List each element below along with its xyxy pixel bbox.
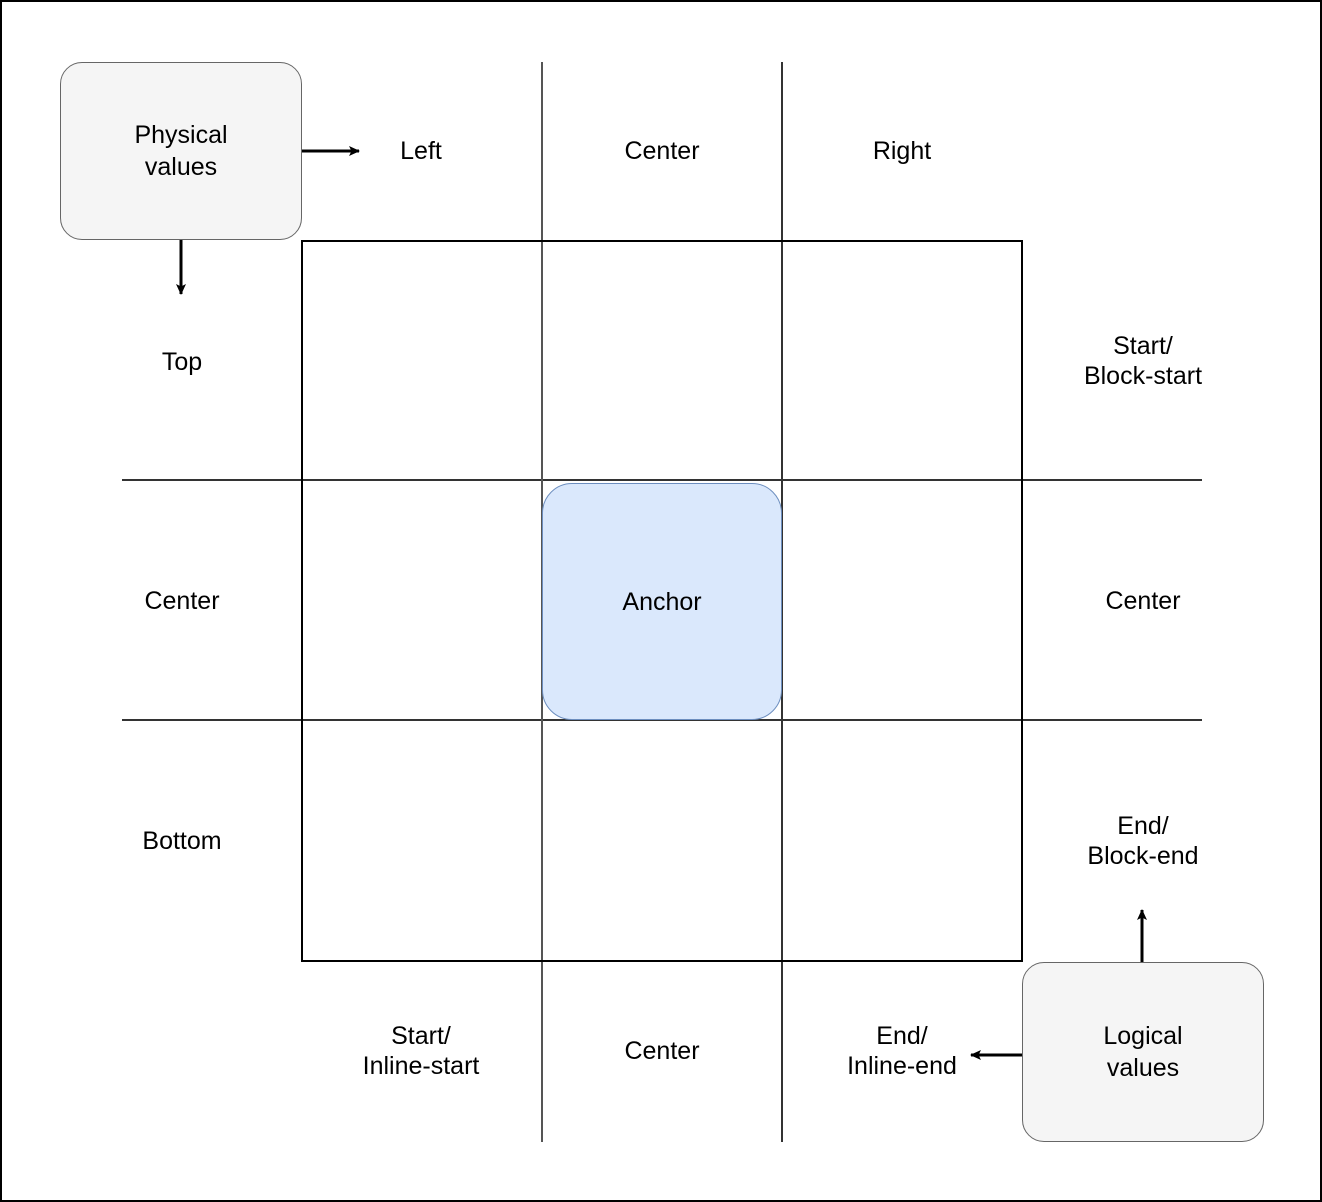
bottom-label-inline-end: End/ Inline-end — [847, 1022, 957, 1080]
left-label-bottom: Bottom — [142, 827, 222, 855]
right-label-block-start: Start/ Block-start — [1083, 332, 1203, 390]
left-label-top: Top — [161, 348, 203, 376]
bottom-label-center: Center — [624, 1037, 700, 1065]
anchor-box[interactable]: Anchor — [542, 483, 782, 720]
right-label-center: Center — [1105, 587, 1181, 615]
physical-values-callout[interactable]: Physical values — [60, 62, 302, 240]
top-label-right: Right — [872, 137, 932, 165]
top-label-left: Left — [400, 137, 442, 165]
bottom-label-inline-start: Start/ Inline-start — [362, 1022, 480, 1080]
logical-values-callout[interactable]: Logical values — [1022, 962, 1264, 1142]
top-label-center: Center — [624, 137, 700, 165]
left-label-center: Center — [144, 587, 220, 615]
right-label-block-end: End/ Block-end — [1087, 812, 1199, 870]
